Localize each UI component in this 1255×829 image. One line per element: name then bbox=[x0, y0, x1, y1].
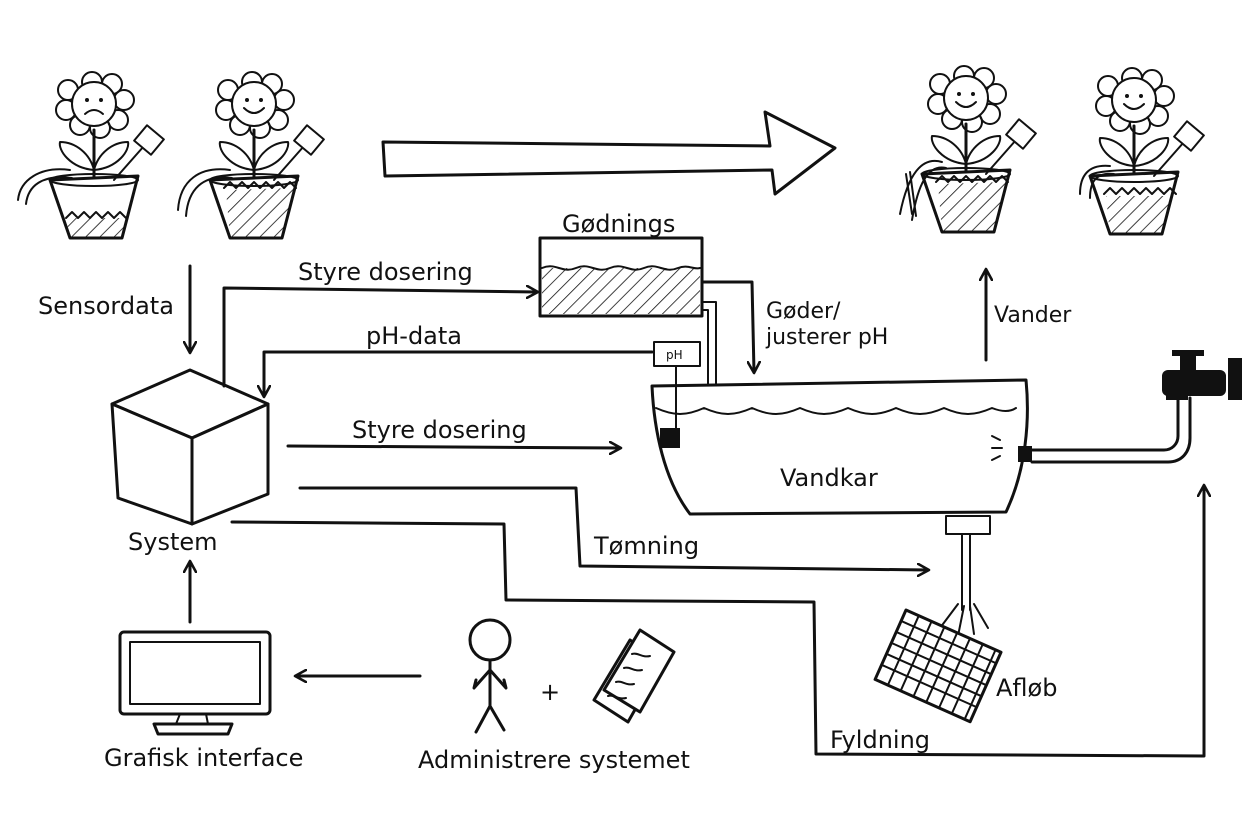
flower-happy-icon bbox=[1079, 67, 1205, 236]
godnings-label: Gødnings bbox=[562, 210, 675, 238]
fyldning-arrow bbox=[230, 486, 1204, 758]
goder-label-line2: justerer pH bbox=[765, 325, 888, 350]
styre-dosering-top-arrow bbox=[222, 288, 537, 388]
ph-data-arrow bbox=[264, 350, 654, 396]
goder-arrow bbox=[700, 280, 754, 372]
aflob-label: Afløb bbox=[996, 674, 1057, 702]
styre-dosering-mid-arrow bbox=[286, 446, 620, 448]
flower-watered-icon bbox=[899, 65, 1037, 234]
drain-grate-icon bbox=[873, 608, 1003, 724]
administrere-label: Administrere systemet bbox=[418, 746, 690, 774]
vandkar-label: Vandkar bbox=[780, 464, 878, 492]
monitor-icon bbox=[118, 630, 272, 736]
sensordata-label: Sensordata bbox=[38, 292, 174, 320]
flower-happy-icon bbox=[177, 71, 325, 240]
styre-dosering-top-label: Styre dosering bbox=[298, 258, 473, 286]
administrator-figure-icon bbox=[468, 618, 512, 734]
goder-label-line1: Gøder/ bbox=[766, 299, 841, 324]
plus-sign: + bbox=[540, 678, 560, 706]
tomning-arrow bbox=[298, 486, 928, 570]
water-tank-icon bbox=[650, 363, 1032, 637]
flower-sad-icon bbox=[17, 71, 165, 240]
big-right-arrow bbox=[381, 110, 837, 196]
system-label: System bbox=[128, 528, 218, 556]
styre-dosering-mid-label: Styre dosering bbox=[352, 416, 527, 444]
fertilizer-tank-icon bbox=[538, 236, 717, 431]
vander-label: Vander bbox=[994, 303, 1072, 328]
ph-data-label: pH-data bbox=[366, 322, 462, 350]
fyldning-label: Fyldning bbox=[830, 726, 930, 754]
ph-sensor-icon bbox=[653, 341, 701, 367]
tomning-label: Tømning bbox=[593, 532, 699, 560]
documents-icon bbox=[592, 628, 676, 724]
ph-sensor-label: pH bbox=[666, 348, 683, 362]
grafisk-interface-label: Grafisk interface bbox=[104, 744, 303, 772]
system-cube-icon bbox=[110, 368, 270, 526]
water-tap-icon bbox=[1030, 350, 1242, 464]
